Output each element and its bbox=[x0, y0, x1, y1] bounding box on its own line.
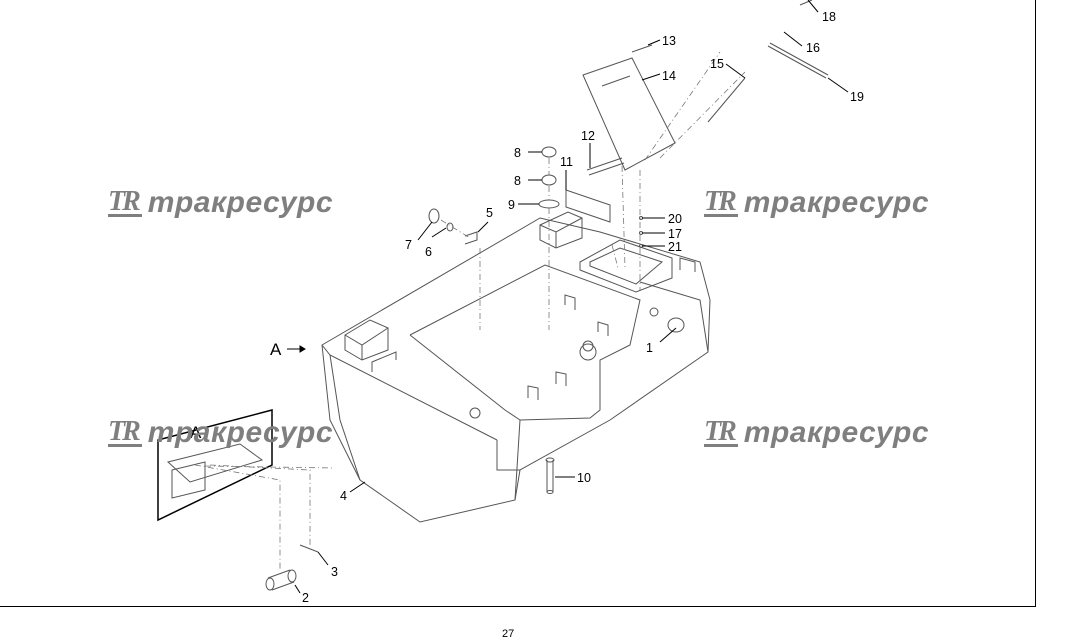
callout-13: 13 bbox=[662, 34, 676, 48]
drawing-frame bbox=[0, 0, 1036, 607]
left-handle bbox=[371, 351, 397, 372]
callout-18: 18 bbox=[822, 10, 836, 24]
upper-block bbox=[539, 211, 583, 249]
callout-21: 21 bbox=[668, 240, 682, 254]
callout-8-bottom: 8 bbox=[514, 174, 521, 188]
callout-15: 15 bbox=[710, 57, 724, 71]
washer-part bbox=[538, 199, 560, 209]
bar-part bbox=[767, 42, 829, 79]
callout-16: 16 bbox=[806, 41, 820, 55]
right-handle bbox=[679, 257, 696, 272]
callout-20: 20 bbox=[668, 212, 682, 226]
clip-part bbox=[299, 544, 319, 553]
left-block bbox=[344, 319, 389, 361]
callout-5: 5 bbox=[486, 206, 493, 220]
nut-part bbox=[541, 174, 557, 186]
callout-3: 3 bbox=[331, 565, 338, 579]
callout-1: 1 bbox=[646, 341, 653, 355]
callout-14: 14 bbox=[662, 69, 676, 83]
callout-8-top: 8 bbox=[514, 146, 521, 160]
pin-part bbox=[546, 460, 554, 492]
callout-2: 2 bbox=[302, 591, 309, 605]
view-arrow-label: A bbox=[270, 340, 282, 359]
cover-plate bbox=[582, 57, 676, 171]
nut-part bbox=[541, 146, 557, 158]
page-number: 27 bbox=[502, 628, 515, 640]
callout-7: 7 bbox=[405, 238, 412, 252]
top-opening bbox=[579, 239, 673, 293]
detail-a-panel bbox=[157, 409, 273, 522]
gasket-part bbox=[565, 189, 611, 223]
washer-part bbox=[428, 208, 440, 224]
plug-part bbox=[667, 317, 685, 333]
callout-12: 12 bbox=[581, 129, 595, 143]
callout-6: 6 bbox=[425, 245, 432, 259]
callout-19: 19 bbox=[850, 90, 864, 104]
callout-11: 11 bbox=[560, 155, 573, 169]
detail-view-label: A bbox=[190, 423, 202, 442]
long-rod bbox=[707, 77, 746, 123]
callout-9: 9 bbox=[508, 198, 515, 212]
pin-part bbox=[267, 569, 295, 591]
callout-4: 4 bbox=[340, 489, 347, 503]
callout-17: 17 bbox=[668, 227, 682, 241]
body-top-edge bbox=[321, 344, 498, 441]
body-inner-cavity bbox=[409, 264, 641, 421]
callout-10: 10 bbox=[577, 471, 591, 485]
rod-part bbox=[586, 157, 625, 176]
